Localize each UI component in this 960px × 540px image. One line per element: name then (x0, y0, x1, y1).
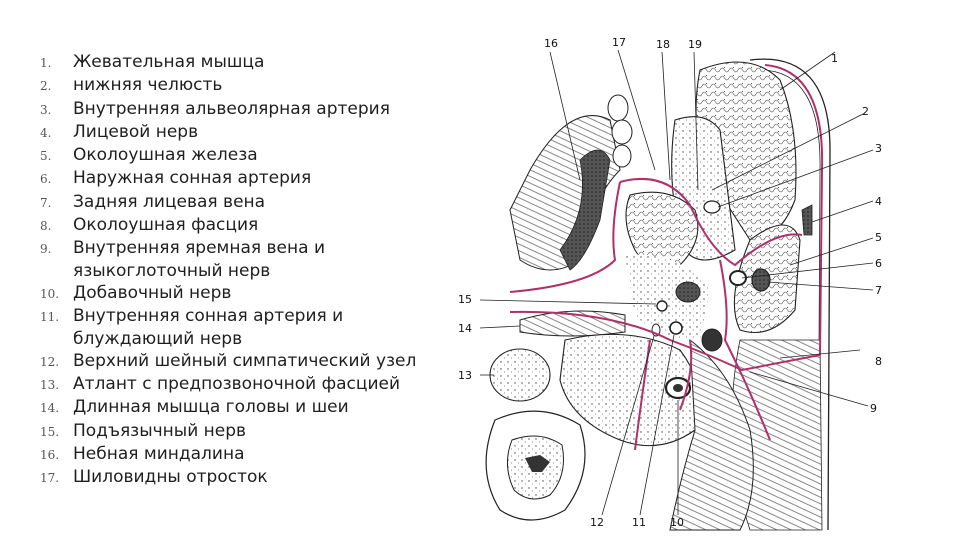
teeth (607, 94, 633, 168)
posterior-facial-vein (751, 268, 771, 292)
vessel-group (675, 281, 701, 303)
internal-jugular-vein (701, 328, 723, 352)
legend-item: 11.Внутренняя сонная артерия и блуждающи… (40, 306, 344, 349)
internal-carotid-artery (669, 321, 683, 335)
figure-label: 8 (875, 355, 882, 368)
fascia-lines (509, 64, 824, 451)
legend-item: 15.Подъязычный нерв (40, 420, 247, 441)
pharynx-dark-fold (559, 149, 611, 271)
figure-label: 1 (831, 52, 838, 65)
legend-item: 5.Околоушная железа (40, 145, 258, 166)
accessory-nerve-core (673, 384, 683, 392)
deep-neck-muscles (669, 338, 754, 531)
figure-label: 13 (458, 369, 472, 382)
external-carotid-artery (729, 270, 747, 286)
facial-nerve (801, 204, 813, 236)
figure-label: 11 (632, 516, 646, 529)
legend-item: 12.Верхний шейный симпатический узел (40, 350, 417, 371)
parapharyngeal-space (625, 254, 710, 340)
legend-item: 2.нижняя челюсть (40, 75, 223, 96)
legend-item: 3.Внутренняя альвеолярная артерия (40, 98, 390, 119)
legend-item: 9.Внутренняя яремная вена и языкоглоточн… (40, 238, 326, 281)
legend-item: 6.Наружная сонная артерия (40, 168, 312, 189)
anatomy-cross-section-figure: 1 2 3 4 5 6 7 8 9 10 11 12 13 14 15 16 1… (458, 36, 882, 531)
figure-label: 18 (656, 38, 670, 51)
legend-item: 17.Шиловидны отросток (40, 467, 268, 488)
figure-label: 5 (875, 231, 882, 244)
skin-contour (749, 58, 831, 531)
figure-label: 2 (862, 105, 869, 118)
leader-lines (479, 49, 874, 516)
figure-label: 16 (544, 37, 558, 50)
legend-item: 4.Лицевой нерв (40, 121, 199, 142)
atlas-anterior-arch (489, 348, 551, 402)
figure-label: 6 (875, 257, 882, 270)
figure-label: 17 (612, 36, 626, 49)
legend-item: 16.Небная миндалина (40, 444, 245, 465)
figure-label: 19 (688, 38, 702, 51)
legend-item: 7.Задняя лицевая вена (40, 191, 266, 212)
legend-item: 8.Околоушная фасция (40, 215, 259, 236)
skin-inner-contour (759, 69, 821, 531)
legend-list: 1.Жевательная мышца 2.нижняя челюсть 3.В… (40, 51, 440, 490)
legend-item: 13.Атлант с предпозвоночной фасцией (40, 374, 401, 395)
figure-label: 12 (590, 516, 604, 529)
legend-item: 14.Длинная мышца головы и шеи (40, 397, 349, 418)
spinal-cord-gray-matter (525, 455, 550, 472)
alveolar-artery (703, 200, 721, 214)
figure-label: 14 (458, 322, 472, 335)
hypoglossal-nerve (656, 300, 668, 312)
figure-label: 4 (875, 195, 882, 208)
legend-item: 10.Добавочный нерв (40, 282, 232, 303)
figure-label: 3 (875, 142, 882, 155)
legend-item: 1.Жевательная мышца (40, 52, 265, 72)
figure-label: 10 (670, 516, 684, 529)
figure-label: 7 (875, 284, 882, 297)
figure-label: 9 (870, 402, 877, 415)
figure-label: 15 (458, 293, 472, 306)
